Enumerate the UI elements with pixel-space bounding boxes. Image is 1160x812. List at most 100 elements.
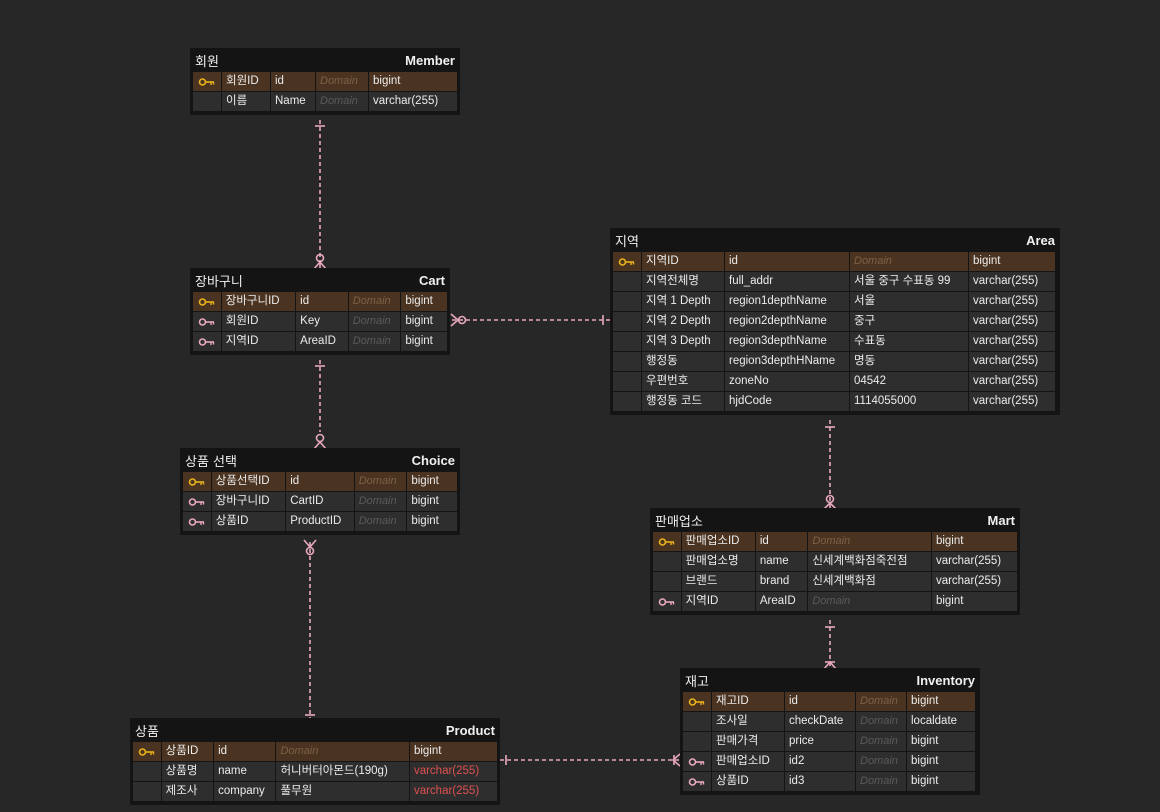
attribute-domain: 명동 bbox=[850, 352, 968, 371]
attribute-domain: 중구 bbox=[850, 312, 968, 331]
attribute-domain: 서울 bbox=[850, 292, 968, 311]
attribute-type: varchar(255) bbox=[369, 92, 457, 111]
key-slot bbox=[133, 782, 161, 801]
attribute-domain: Domain bbox=[856, 712, 906, 731]
attribute-logical-name: 행정동 코드 bbox=[642, 392, 724, 411]
attribute-type: bigint bbox=[907, 772, 975, 791]
attribute-logical-name: 지역ID bbox=[221, 332, 296, 351]
attribute-logical-name: 지역 3 Depth bbox=[642, 332, 724, 351]
attribute-logical-name: 장바구니ID bbox=[211, 492, 286, 511]
attribute-type: varchar(255) bbox=[969, 352, 1055, 371]
attribute-type: bigint bbox=[401, 312, 447, 331]
attribute-column-name: id bbox=[286, 472, 354, 491]
primary-key-icon bbox=[193, 292, 221, 311]
attribute-type: varchar(255) bbox=[931, 552, 1017, 571]
attribute-column-name: region3depthName bbox=[725, 332, 849, 351]
attribute-column-name: zoneNo bbox=[725, 372, 849, 391]
entity-eng-name: Mart bbox=[987, 512, 1015, 528]
entity-name: 회원 bbox=[195, 54, 219, 70]
entity-name: 판매업소 bbox=[655, 514, 703, 530]
entity-header: 판매업소 Mart bbox=[653, 508, 1017, 532]
attribute-column-name: AreaID bbox=[296, 332, 348, 351]
attribute-logical-name: 지역ID bbox=[642, 252, 724, 271]
attribute-domain: 허니버터아몬드(190g) bbox=[276, 762, 409, 781]
attribute-type: varchar(255) bbox=[931, 572, 1017, 591]
attribute-logical-name: 상품ID bbox=[712, 772, 784, 791]
attribute-domain: Domain bbox=[354, 512, 407, 531]
attribute-type: bigint bbox=[907, 732, 975, 751]
attribute-type: bigint bbox=[907, 692, 975, 711]
attribute-type: varchar(255) bbox=[969, 272, 1055, 291]
attribute-domain: Domain bbox=[856, 752, 906, 771]
attribute-type: bigint bbox=[969, 252, 1055, 271]
attribute-column-name: id bbox=[725, 252, 849, 271]
attribute-logical-name: 지역 1 Depth bbox=[642, 292, 724, 311]
attribute-domain: Domain bbox=[276, 742, 409, 761]
key-slot bbox=[683, 732, 711, 751]
foreign-key-icon bbox=[653, 592, 681, 611]
attribute-column-name: region1depthName bbox=[725, 292, 849, 311]
attribute-column-name: price bbox=[785, 732, 855, 751]
key-slot bbox=[613, 352, 641, 371]
primary-key-icon bbox=[183, 472, 211, 491]
attribute-type: bigint bbox=[401, 332, 447, 351]
many-marker bbox=[303, 539, 317, 549]
attribute-column-name: Key bbox=[296, 312, 348, 331]
key-slot bbox=[653, 572, 681, 591]
key-slot bbox=[683, 712, 711, 731]
attribute-column-name: hjdCode bbox=[725, 392, 849, 411]
attribute-column-name: Name bbox=[271, 92, 315, 111]
attribute-domain: Domain bbox=[348, 292, 401, 311]
attribute-column-name: id3 bbox=[785, 772, 855, 791]
attribute-type: bigint bbox=[407, 512, 458, 531]
foreign-key-icon bbox=[683, 772, 711, 791]
attribute-logical-name: 지역전체명 bbox=[642, 272, 724, 291]
entity-eng-name: Area bbox=[1026, 232, 1055, 248]
attribute-type: bigint bbox=[407, 472, 458, 491]
key-slot bbox=[613, 292, 641, 311]
key-slot bbox=[613, 372, 641, 391]
key-slot bbox=[613, 312, 641, 331]
attribute-domain: Domain bbox=[348, 312, 401, 331]
attribute-type: varchar(255) bbox=[969, 372, 1055, 391]
key-slot bbox=[133, 762, 161, 781]
attribute-column-name: full_addr bbox=[725, 272, 849, 291]
primary-key-icon bbox=[613, 252, 641, 271]
